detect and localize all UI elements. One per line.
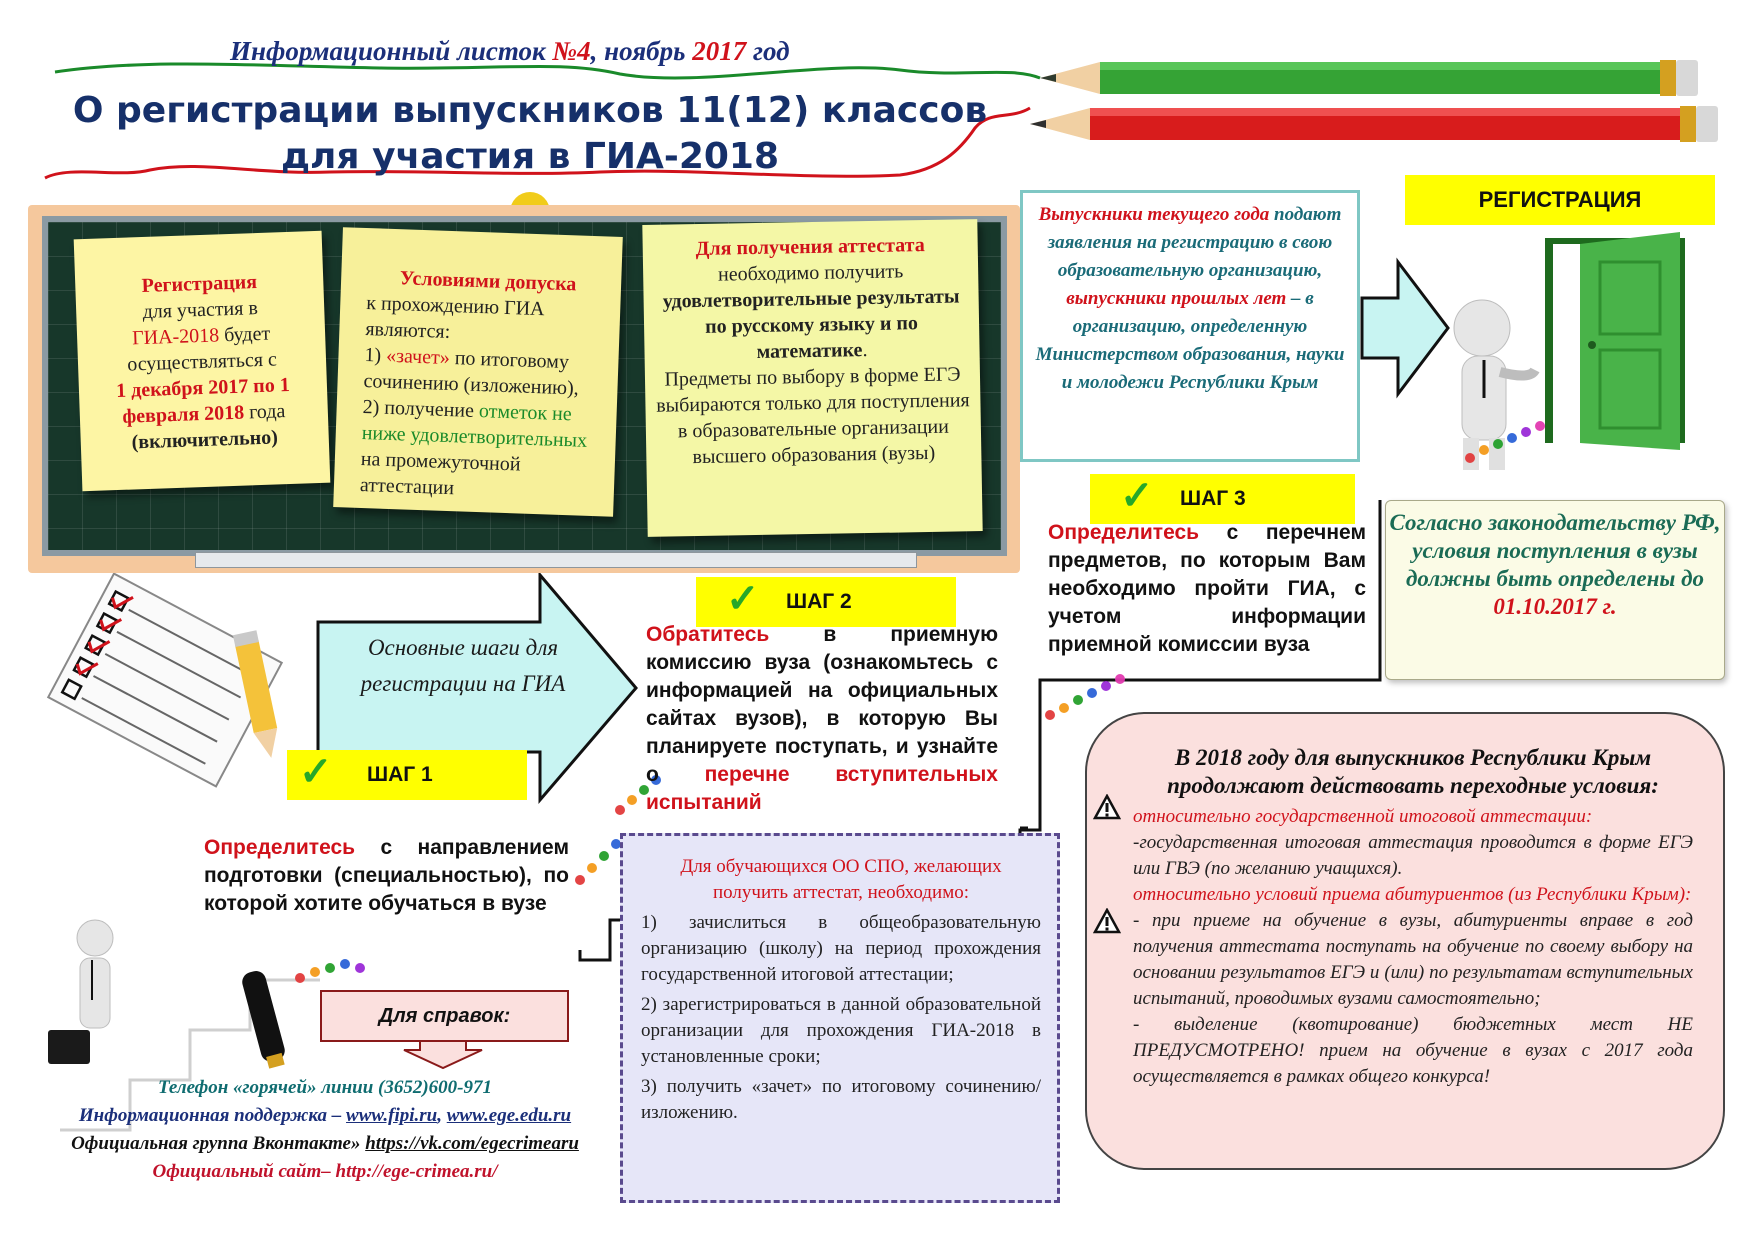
step3-body: с перечнем предметов, по которым Вам нео…	[1048, 521, 1366, 656]
reg-past-grads: выпускники прошлых лет	[1066, 288, 1287, 309]
crimea-p2: - при приеме на обучение в вузы, абитури…	[1133, 910, 1693, 1009]
note2-zachet: «зачет»	[385, 344, 451, 370]
check-icon: ✓	[299, 750, 333, 794]
reg-past-text: – в организацию, определенную Министерст…	[1035, 288, 1345, 393]
check-icon: ✓	[726, 577, 760, 621]
step3-text: Определитесь с перечнем предметов, по ко…	[1048, 519, 1366, 659]
crimea-sub2: относительно условий приема абитуриентов…	[1133, 884, 1692, 905]
issue-prefix: Информационный листок	[230, 36, 553, 66]
law-text: Согласно законодательству РФ, условия по…	[1389, 510, 1721, 591]
step1-text: Определитесь с направлением подготовки (…	[204, 834, 569, 918]
crimea-transition-box: В 2018 году для выпускников Республики К…	[1085, 712, 1725, 1170]
law-scroll: Согласно законодательству РФ, условия по…	[1385, 500, 1725, 680]
main-steps-arrow-text: Основные шаги для регистрации на ГИА	[360, 635, 566, 696]
step1-lead: Определитесь	[204, 836, 356, 859]
issue-suffix: год	[746, 36, 790, 66]
note2-interim: на промежуточной аттестации	[359, 447, 521, 500]
note1-year: года	[243, 400, 286, 424]
spo-item: 1) зачислиться в общеобразовательную орг…	[641, 912, 1041, 985]
info-support-label: Информационная поддержка –	[78, 1105, 347, 1126]
spo-head: Для обучающихся ОО СПО, желающих получит…	[680, 856, 1002, 903]
reg-current-grads: Выпускники текущего года	[1038, 204, 1270, 225]
official-site-link[interactable]: Официальный сайт– http://ege-crimea.ru/	[152, 1161, 498, 1182]
warning-icon	[1093, 908, 1121, 934]
note2-num1: 1)	[364, 344, 387, 367]
footprints-decor	[295, 421, 1545, 983]
reg-current-text: подают заявления на регистрацию в свою о…	[1047, 204, 1342, 281]
man-figure	[1453, 299, 1540, 470]
pencil-icon	[232, 630, 278, 758]
microphone-icon	[242, 971, 285, 1069]
spo-students-box: Для обучающихся ОО СПО, желающих получит…	[620, 833, 1060, 1203]
ege-link[interactable]: www.ege.edu.ru	[446, 1105, 572, 1126]
step3-label: ✓ ШАГ 3	[1090, 474, 1355, 524]
issue-mid: , ноябрь	[590, 36, 693, 66]
sticky-note-registration: Регистрация для участия в ГИА-2018 будет…	[73, 230, 331, 492]
crimea-sub1: относительно государственной итоговой ат…	[1133, 806, 1593, 827]
spo-item: 3) получить «зачет» по итоговому сочинен…	[641, 1076, 1041, 1123]
step3-label-text: ШАГ 3	[1180, 487, 1246, 510]
step2-tail: перечне вступительных испытаний	[646, 763, 998, 814]
note3-elective: Предметы по выбору в форме ЕГЭ выбираютс…	[656, 363, 970, 469]
hotline-phone: Телефон «горячей» линии (3652)600-971	[158, 1077, 492, 1098]
note3-results: удовлетворительные результаты по русском…	[662, 285, 960, 363]
registration-label: РЕГИСТРАЦИЯ	[1405, 175, 1715, 225]
door-illustration	[1545, 232, 1685, 450]
step2-label-text: ШАГ 2	[786, 590, 852, 613]
note2-line: к прохождению ГИА являются:	[365, 292, 545, 344]
check-icon: ✓	[1120, 474, 1154, 518]
law-date: 01.10.2017 г.	[1493, 594, 1617, 619]
sticky-note-admission: Условиями допуска к прохождению ГИА явля…	[333, 227, 623, 517]
green-wave	[54, 62, 1041, 80]
issue-year: 2017	[692, 36, 747, 66]
step1-body: с направлением подготовки (специальность…	[204, 836, 569, 915]
contacts-block: Телефон «горячей» линии (3652)600-971 Ин…	[20, 1074, 630, 1186]
vk-label: Официальная группа Вконтакте»	[71, 1133, 366, 1154]
step2-lead: Обратитесь	[646, 623, 770, 646]
note3-dot: .	[862, 339, 868, 362]
crimea-head: В 2018 году для выпускников Республики К…	[1167, 745, 1659, 798]
crimea-p3: - выделение (квотирование) бюджетных мес…	[1133, 1014, 1693, 1087]
registration-info-box: Выпускники текущего года подают заявлени…	[1020, 190, 1360, 462]
header-issue-line: Информационный листок №4, ноябрь 2017 го…	[230, 36, 930, 67]
reference-label: Для справок:	[320, 990, 569, 1042]
step1-label: ✓ ШАГ 1	[287, 750, 527, 800]
step3-lead: Определитесь	[1048, 521, 1200, 544]
chalkboard-tray	[195, 552, 917, 568]
spo-item: 2) зарегистрироваться в данной образоват…	[641, 994, 1041, 1067]
title-line2: для участия в ГИА-2018	[280, 136, 780, 177]
step2-label: ✓ ШАГ 2	[696, 577, 956, 627]
green-pencil	[1040, 60, 1698, 96]
down-arrow-shape	[403, 1039, 483, 1070]
title-line1: О регистрации выпускников 11(12) классов	[72, 90, 988, 131]
registration-arrow-shape	[1360, 257, 1450, 399]
red-wave	[44, 106, 1031, 180]
step2-body: в приемную комиссию вуза (ознакомьтесь с…	[646, 623, 998, 786]
step1-label-text: ШАГ 1	[367, 763, 433, 786]
checklist-illustration	[46, 572, 284, 788]
sticky-note-certificate: Для получения аттестата необходимо получ…	[642, 219, 983, 537]
red-pencil	[1030, 106, 1718, 142]
links-comma: ,	[437, 1105, 447, 1126]
crimea-p1: -государственная итоговая аттестация про…	[1133, 832, 1693, 879]
warning-icon	[1093, 794, 1121, 820]
note3-title: Для получения аттестата	[695, 234, 925, 261]
vk-link[interactable]: https://vk.com/egecrimearu	[365, 1133, 579, 1154]
note2-num2: 2) получение	[362, 396, 480, 423]
fipi-link[interactable]: www.fipi.ru	[346, 1105, 438, 1126]
step2-text: Обратитесь в приемную комиссию вуза (озн…	[646, 621, 998, 817]
issue-number: №4	[552, 36, 591, 66]
page-title: О регистрации выпускников 11(12) классов…	[40, 88, 1020, 180]
note1-gia: ГИА-2018	[131, 324, 220, 350]
